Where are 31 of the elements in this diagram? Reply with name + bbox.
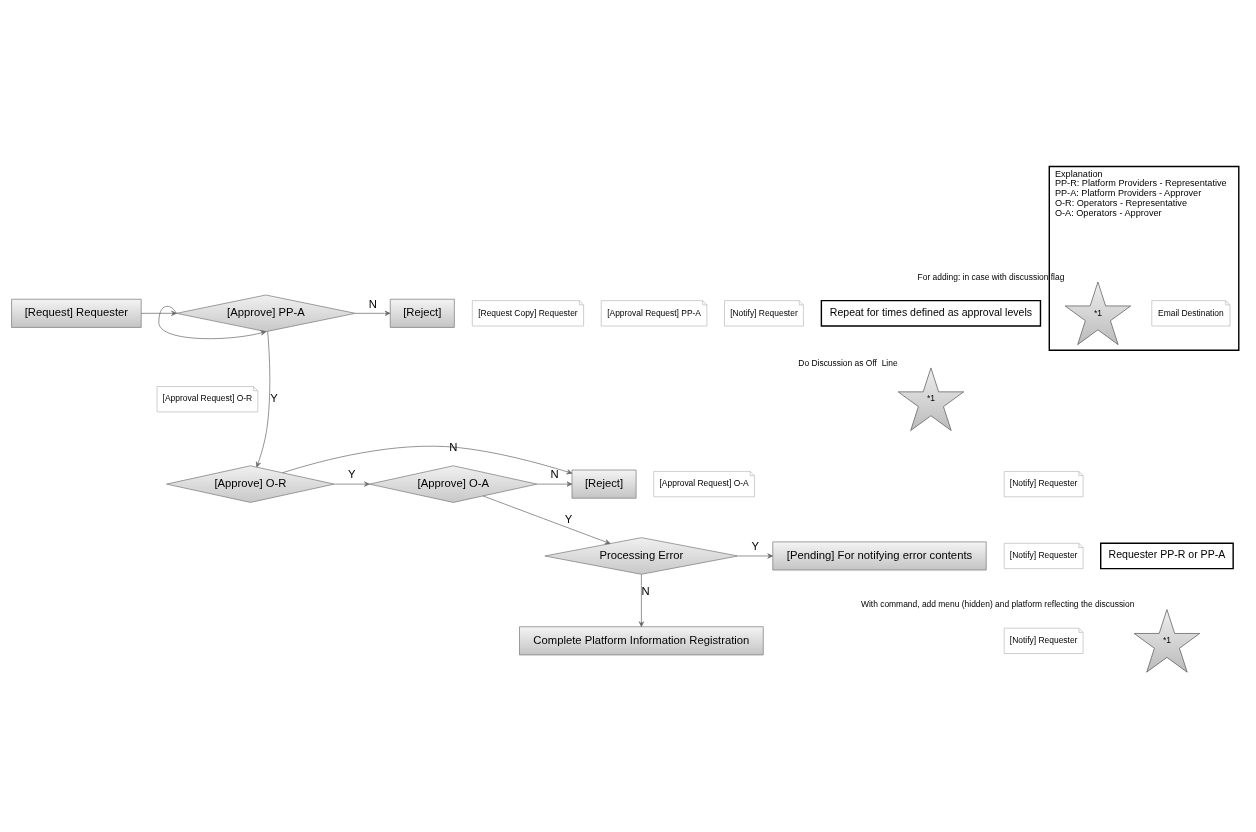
arrow <box>536 481 573 487</box>
node-label: Do Discussion as Off Line <box>798 357 898 368</box>
arrow <box>334 481 370 487</box>
node-box: [Request] Requester <box>11 298 142 328</box>
node-box: [Reject] <box>571 469 637 499</box>
edge-label: N <box>641 584 650 597</box>
node-box: [Reject] <box>389 298 455 328</box>
node-diamond: [Approve] O-A <box>369 464 538 503</box>
arrow <box>482 495 611 544</box>
arrow <box>141 310 177 316</box>
arrow <box>737 552 773 559</box>
node-box: Repeat for times defined as approval levels <box>820 299 1042 327</box>
edge-label: Y <box>348 467 356 480</box>
arrow <box>355 310 391 316</box>
node-diamond: [Approve] O-R <box>166 464 335 503</box>
edge-label: N <box>368 297 377 310</box>
edge-label: N <box>550 467 559 480</box>
arrow <box>255 330 271 467</box>
node-label: For adding: in case with discussion flag <box>917 271 1065 282</box>
arrow <box>158 305 267 339</box>
arrow <box>282 445 573 474</box>
edge-label: N <box>449 440 458 453</box>
node-box: Complete Platform Information Registration <box>519 625 764 655</box>
edge-label: Y <box>564 512 573 525</box>
node-box: [Pending] For notifying error contents <box>772 541 987 570</box>
arrow <box>638 573 644 627</box>
node-diamond: [Approve] PP-A <box>176 294 356 332</box>
node-label: With command, add menu (hidden) and platform reflecting the discussion <box>860 598 1135 609</box>
edge-label: Y <box>751 539 760 552</box>
edge-label: Y <box>270 391 278 404</box>
node-box: Requester PP-R or PP-A <box>1100 542 1234 569</box>
